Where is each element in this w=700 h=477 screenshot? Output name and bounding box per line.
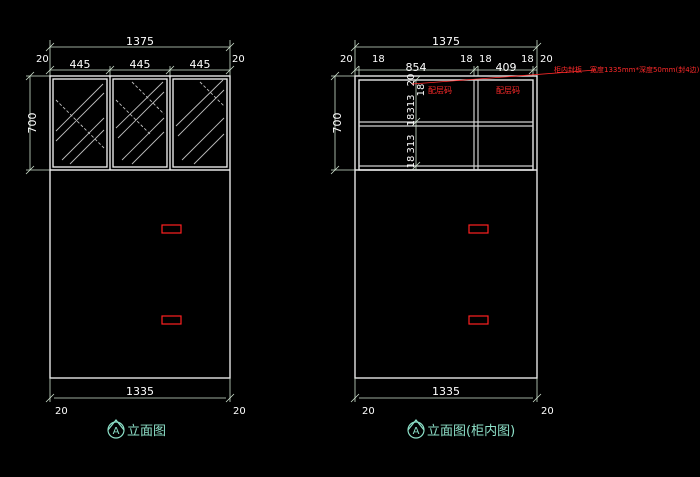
- left-segment-dimension: 445 445 445: [45, 58, 235, 76]
- right-compartment2-dim: 313: [406, 134, 417, 153]
- right-top-width-right-dim: 409: [496, 61, 517, 74]
- left-glass-door-3: [172, 78, 228, 168]
- right-drawer-handle-upper: [468, 224, 489, 234]
- left-top-right-side-dim: 20: [232, 54, 245, 65]
- right-segment-dimension: 18 854 18 18 409 18: [350, 54, 538, 76]
- right-shelf-board3-dim: 18: [406, 156, 417, 169]
- right-top-left-side-dim: 20: [340, 54, 353, 65]
- right-note-leader: [411, 69, 597, 85]
- right-top-right-side-dim: 20: [540, 54, 553, 65]
- right-top-left-board-dim: 18: [372, 54, 385, 65]
- right-tag-right: 配层码: [496, 86, 520, 95]
- left-drawer-handle-upper: [161, 224, 182, 234]
- right-top-mid-board1-dim: 18: [460, 54, 473, 65]
- right-bottom-right-dim: 20: [541, 406, 554, 417]
- right-elevation: 1375 20 20 18 854 18 18 409 18: [330, 35, 700, 439]
- left-cabinet-frame: [49, 75, 231, 379]
- left-view-title: A 立面图: [107, 419, 166, 439]
- right-view-title-text: 立面图(柜内图): [427, 423, 515, 439]
- left-top-dimension: 1375: [45, 35, 235, 76]
- left-view-title-text: 立面图: [127, 424, 166, 439]
- right-view-marker-letter: A: [413, 426, 420, 437]
- left-drawer-handle-lower: [161, 315, 182, 325]
- left-height-dimension: 700: [25, 71, 50, 175]
- right-shelf-board1-dim: 18: [416, 84, 427, 97]
- left-elevation: 1375 20 20 445 445 445 700: [25, 35, 246, 439]
- left-bottom-right-dim: 20: [233, 406, 246, 417]
- right-drawer-handle-lower: [468, 315, 489, 325]
- right-note-top: 柜内封板: [554, 65, 582, 74]
- left-seg3-dim: 445: [190, 58, 211, 71]
- right-top-gap-dim: 20: [406, 74, 417, 87]
- left-bottom-total-dim: 1335: [126, 385, 154, 398]
- left-height-dim: 700: [26, 113, 39, 134]
- right-height-dimension: 700: [330, 71, 355, 175]
- right-top-width-left-dim: 854: [406, 61, 427, 74]
- left-seg2-dim: 445: [130, 58, 151, 71]
- left-glass-door-2: [112, 78, 168, 168]
- left-glass-door-1: [52, 78, 108, 168]
- right-height-dim: 700: [331, 113, 344, 134]
- left-bottom-left-dim: 20: [55, 406, 68, 417]
- right-tag-left: 配层码: [428, 86, 452, 95]
- right-compartment1-dim: 313: [406, 94, 417, 113]
- right-view-title: A 立面图(柜内图): [407, 419, 515, 439]
- right-note-size: 宽度1335mm*深度50mm(封4边): [590, 65, 700, 74]
- right-internal-dimensions: 20 18 313 18 313 18: [406, 74, 427, 171]
- left-top-left-side-dim: 20: [36, 54, 49, 65]
- left-seg1-dim: 445: [70, 58, 91, 71]
- right-bottom-dimension: 1335 20 20: [350, 378, 554, 417]
- right-top-mid-board2-dim: 18: [479, 54, 492, 65]
- right-top-dimension: 1375: [350, 35, 542, 76]
- right-shelf-board2-dim: 18: [406, 114, 417, 127]
- right-cabinet-frame: [354, 75, 538, 379]
- right-bottom-left-dim: 20: [362, 406, 375, 417]
- right-top-total-dim: 1375: [432, 35, 460, 48]
- left-top-total-dim: 1375: [126, 35, 154, 48]
- right-top-right-board-dim: 18: [521, 54, 534, 65]
- right-bottom-total-dim: 1335: [432, 385, 460, 398]
- left-bottom-dimension: 1335 20 20: [45, 378, 246, 417]
- left-view-marker-letter: A: [113, 426, 120, 437]
